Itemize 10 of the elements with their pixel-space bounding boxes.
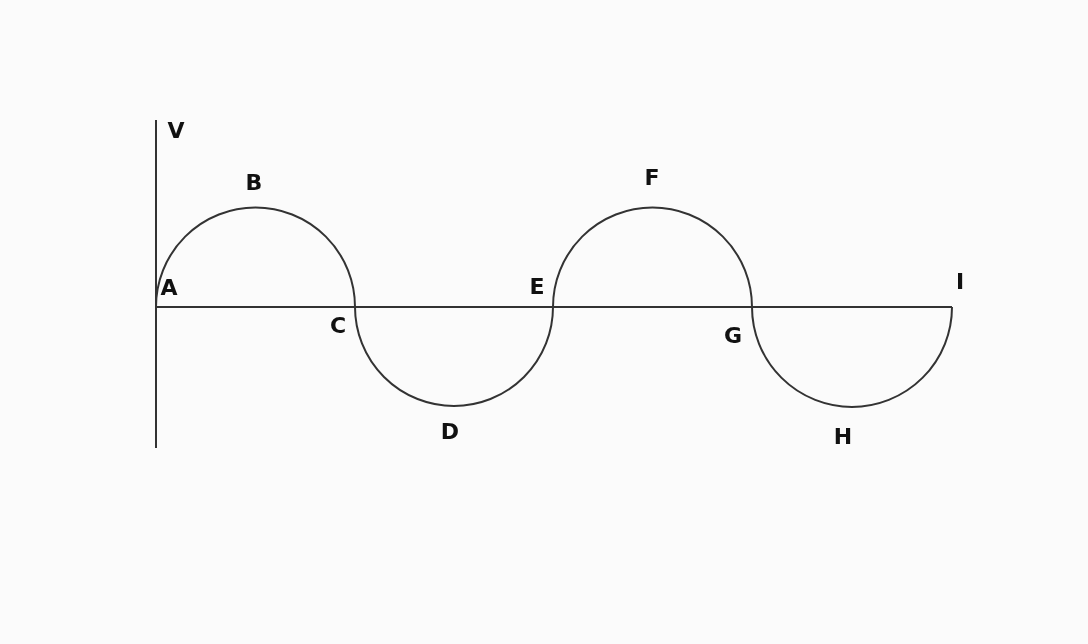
point-label: G xyxy=(723,324,743,348)
point-label: H xyxy=(833,425,853,449)
point-label: B xyxy=(245,171,263,195)
point-label: D xyxy=(440,420,460,444)
point-label: C xyxy=(329,314,347,338)
point-label: I xyxy=(955,270,965,294)
axis-label: V xyxy=(167,119,185,143)
point-label: E xyxy=(529,275,545,299)
point-label: A xyxy=(160,276,178,300)
point-label: F xyxy=(644,166,660,190)
